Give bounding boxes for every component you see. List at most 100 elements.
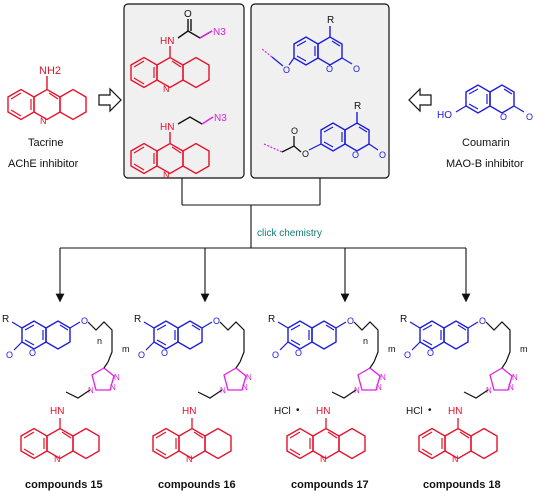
product-r-bond-3 (409, 321, 421, 329)
product-coumarin-rings-0 (21, 320, 71, 350)
product-triazole-ring-0 (91, 367, 115, 391)
product-carbonyl-o-3: O (404, 350, 411, 360)
product-carbonyl-bond-0 (13, 341, 23, 351)
product-triazole-n3-1: N (220, 386, 226, 395)
acridine-n-label: N (40, 116, 47, 126)
product-triazole-link-3 (501, 361, 507, 369)
product-m-2: m (388, 344, 396, 354)
azide-n3-1: N3 (213, 27, 226, 38)
coumarin-structure: HO O O Coumarin MAO-B inhibitor (437, 84, 533, 170)
product-triazole-n3-2: N (354, 386, 360, 395)
alkyne-r-1: R (327, 15, 334, 26)
product-hn-0: HN (50, 406, 64, 417)
product-r-bond-0 (11, 321, 23, 329)
product-triazole-n1-2: N (376, 383, 382, 392)
product-triazole-2 (357, 367, 381, 391)
product-ether-bond-0 (69, 321, 81, 329)
product-dot-3: • (428, 405, 432, 416)
azide-ethyl-structure: HN N3 N (130, 113, 227, 180)
product-coumarin-3 (419, 320, 469, 350)
product-chain-0 (87, 321, 113, 363)
coumarin-ho-label: HO (437, 110, 452, 121)
alkyne-o-7: O (379, 150, 386, 160)
product-triazole-3 (489, 367, 513, 391)
product-chain-1 (219, 321, 245, 363)
product-triazole-n2-1: N (246, 373, 252, 382)
product-coumarin-2 (287, 320, 337, 350)
product-triazole-ring-3 (489, 367, 513, 391)
coumarin-name: Coumarin (462, 137, 510, 149)
product-r-2: R (268, 314, 275, 325)
azide-o-label: O (184, 9, 192, 20)
product-hcl-2: HCl (274, 406, 291, 417)
product-lactone-o-3: O (427, 348, 434, 358)
open-arrow-right (408, 87, 432, 113)
product-triazole-1 (223, 367, 247, 391)
product-n-0: n (97, 336, 102, 346)
click-chemistry-label: click chemistry (257, 228, 322, 239)
product-carbonyl-bond-2 (279, 341, 289, 351)
product-linker-0 (87, 321, 113, 363)
tacrine-structure: NH2 N Tacrine AChE inhibitor (7, 65, 87, 170)
product-ether-o-2: O (347, 316, 354, 326)
product-ether-o-0: O (81, 316, 88, 326)
product-triazole-n3-3: N (486, 386, 492, 395)
product-triazole-n2-2: N (380, 373, 386, 382)
bracket-connector (60, 178, 466, 249)
product-coumarin-rings-3 (419, 320, 469, 350)
alkyne-box (250, 3, 390, 179)
product-arrows (55, 248, 471, 303)
azide-ring-n-2: N (163, 170, 170, 180)
alkyne-o-1: O (283, 65, 290, 75)
product-ether-bond-3 (467, 321, 479, 329)
product-linker-1 (219, 321, 245, 363)
tacrine-role: AChE inhibitor (8, 158, 79, 170)
product-m-3: m (520, 344, 528, 354)
product-coumarin-0 (21, 320, 71, 350)
product-triazole-link-0 (103, 361, 109, 369)
product-label-18: compounds 18 (423, 479, 501, 491)
product-triazole-0 (91, 367, 115, 391)
product-carbonyl-o-1: O (138, 350, 145, 360)
tacrine-name: Tacrine (28, 137, 63, 149)
product-triazole-n1-0: N (110, 383, 116, 392)
product-m-0: m (122, 344, 130, 354)
coumarin-carbonyl-o: O (526, 112, 533, 122)
product-hn-3: HN (448, 406, 462, 417)
product-tail-2 (331, 389, 357, 399)
product-triazole-ring-2 (357, 367, 381, 391)
alkyne-o-3: O (353, 64, 360, 74)
azide-hn-2: HN (160, 122, 174, 133)
product-triazole-link-1 (235, 361, 241, 369)
azide-hn-1: HN (160, 36, 174, 47)
product-chain-2 (353, 321, 379, 363)
product-hn-2: HN (316, 406, 330, 417)
nh2-label: NH2 (39, 65, 61, 77)
product-tacrine-n-0: N (54, 454, 61, 464)
product-ether-o-3: O (479, 316, 486, 326)
product-label-15: compounds 15 (25, 479, 103, 491)
product-tail-1 (197, 389, 223, 399)
product-structures: ROOOnmNNNHNNROOONNNHNNROOOnmNNNHCl•HNNRO… (2, 314, 528, 464)
product-label-17: compounds 17 (291, 479, 369, 491)
product-dot-2: • (296, 405, 300, 416)
product-ether-bond-1 (201, 321, 213, 329)
product-triazole-ring-1 (223, 367, 247, 391)
alkyne-o-4: O (291, 126, 298, 136)
azide-ring-n-1: N (163, 84, 170, 94)
product-triazole-n2-0: N (114, 373, 120, 382)
product-r-0: R (2, 314, 9, 325)
product-linker-2 (353, 321, 379, 363)
product-r-1: R (134, 314, 141, 325)
product-carbonyl-o-2: O (272, 350, 279, 360)
alkyne-o-6: O (352, 150, 359, 160)
product-lactone-o-1: O (161, 348, 168, 358)
product-tacrine-n-3: N (452, 454, 459, 464)
propargyl-ester-coumarin-structure: R O O O O (263, 101, 386, 160)
product-tail-0 (65, 389, 91, 399)
product-r-bond-2 (277, 321, 289, 329)
product-triazole-n2-3: N (512, 373, 518, 382)
